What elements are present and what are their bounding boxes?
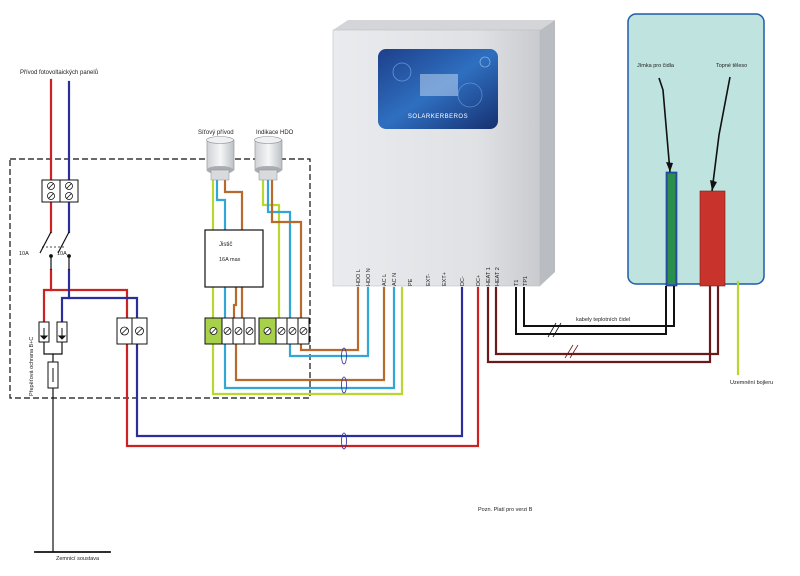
sensor-well-pointer [658, 77, 671, 173]
dc-terminal-block [116, 317, 148, 345]
svg-text:PE: PE [408, 278, 414, 286]
switchboard-enclosure [9, 158, 311, 399]
cable-markers [341, 322, 579, 450]
svg-text:HDO L: HDO L [356, 269, 362, 286]
surge-protector [38, 321, 68, 389]
fuse-box [204, 229, 264, 288]
heater-pointer [711, 76, 731, 192]
boiler-earth-label: Uzemnění bojleru [730, 380, 773, 386]
pv-input-label: Přívod fotovoltaických panelů [20, 69, 98, 76]
surge-protection-label: Přepěťová ochrana B+C [29, 337, 35, 396]
svg-text:TP1: TP1 [523, 276, 529, 286]
ac-terminal-screws [209, 327, 308, 335]
svg-text:HDO N: HDO N [366, 268, 372, 286]
brand-label: SOLARKERBEROS [408, 114, 468, 120]
svg-text:DC-: DC- [460, 276, 466, 286]
svg-text:AC L: AC L [382, 274, 388, 286]
boiler-tank: Jímka pro čidla Topné těleso [627, 13, 765, 287]
breaker-right-label: 10A [57, 251, 67, 257]
heater-element [699, 190, 726, 287]
controller-terminal-labels: HDO L HDO N AC L AC N PE EXT- EXT+ DC- D… [356, 267, 529, 286]
fuse-title-label: Jistič [219, 242, 232, 248]
dc-breakers [39, 231, 71, 270]
mains-input-label: Síťový přívod [198, 130, 234, 136]
breaker-left-label: 10A [19, 251, 29, 257]
sensor-well-label: Jímka pro čidla [637, 63, 675, 69]
svg-text:AC N: AC N [392, 273, 398, 286]
svg-text:HEAT 2: HEAT 2 [495, 267, 501, 286]
svg-text:T1: T1 [514, 280, 520, 286]
mains-cable-gland [206, 136, 235, 181]
fuse-rating-label: 16A max [219, 257, 241, 263]
controller-unit: SOLARKERBEROS [332, 20, 555, 287]
thermal-cables-label: kabely teplotních čidel [576, 317, 630, 323]
wires [34, 78, 740, 553]
svg-text:HEAT 1: HEAT 1 [486, 267, 492, 286]
svg-text:EXT+: EXT+ [442, 272, 448, 286]
svg-text:EXT-: EXT- [426, 274, 432, 286]
hdo-indication-label: Indikace HDO [256, 130, 294, 136]
heater-label: Topné těleso [716, 63, 747, 69]
version-note: Pozn. Platí pro verzi B [478, 507, 533, 513]
earth-system-label: Zemnicí soustava [56, 556, 100, 562]
pv-terminal-block [41, 179, 79, 203]
hdo-cable-gland [254, 136, 283, 181]
svg-text:DC+: DC+ [476, 275, 482, 286]
